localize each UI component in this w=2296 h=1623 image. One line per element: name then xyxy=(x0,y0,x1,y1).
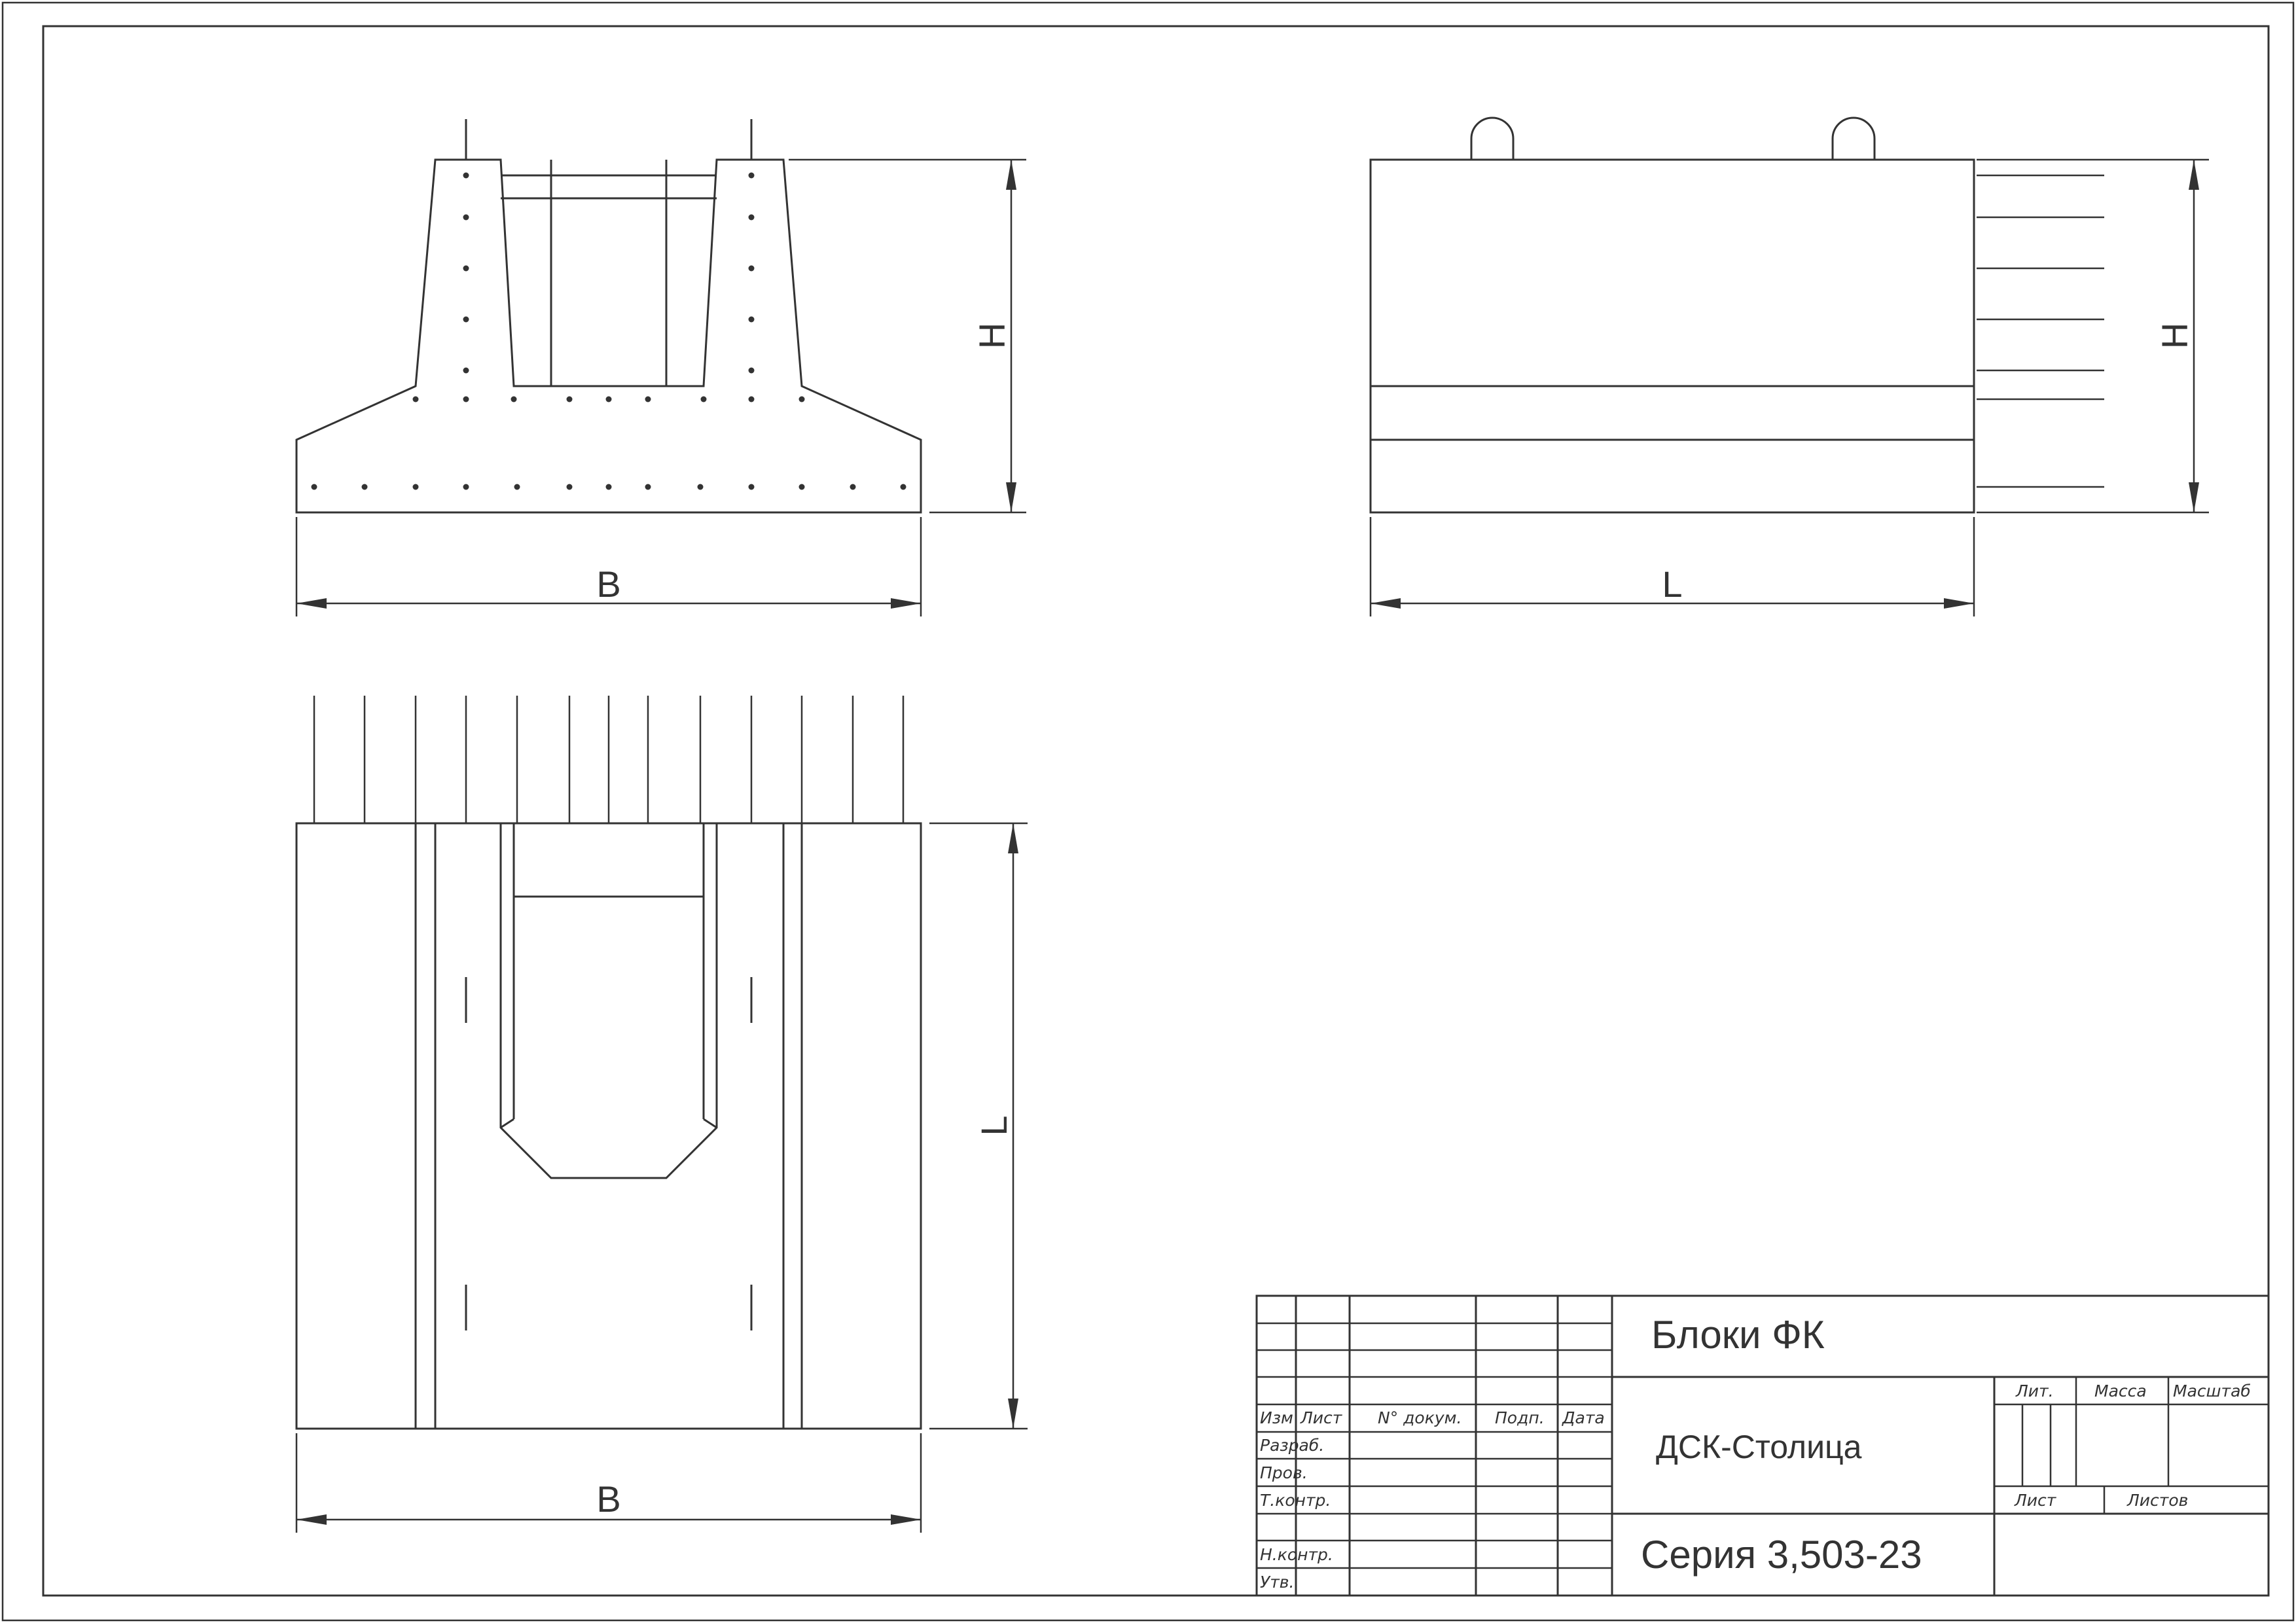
role-utv: Утв. xyxy=(1260,1573,1294,1592)
rebar-dot xyxy=(748,214,755,221)
rebar-dot xyxy=(463,214,469,221)
rebar-dot xyxy=(463,265,469,272)
col-list: Лист xyxy=(1300,1408,1343,1427)
dimension-label-h: H xyxy=(971,323,1013,349)
reinforcement-dots xyxy=(311,172,906,490)
rebar-dot xyxy=(645,484,651,490)
rebar-dot xyxy=(850,484,856,490)
socket-outline xyxy=(499,823,718,1179)
rebar-dot xyxy=(511,396,517,402)
lit-label: Лит. xyxy=(2015,1382,2054,1400)
rebar-dot xyxy=(748,367,755,374)
front-view-outline xyxy=(295,158,922,514)
reinforcement-bars xyxy=(313,696,905,823)
lifting-loop xyxy=(1831,116,1876,160)
title-block: Изм Лист N° докум. Подп. Дата Разраб. Пр… xyxy=(1255,1294,2270,1597)
sheet-label: Лист xyxy=(2014,1491,2057,1510)
rebar-dot xyxy=(748,484,755,490)
front-view: H B xyxy=(295,119,1026,616)
plan-view-outline xyxy=(295,822,922,1430)
rebar-dot xyxy=(566,484,573,490)
organization-name: ДСК-Столица xyxy=(1656,1429,1862,1465)
rebar-dot xyxy=(645,396,651,402)
rebar-dot xyxy=(311,484,317,490)
drawing-frame xyxy=(42,25,2270,1597)
dimension-label-l: L xyxy=(973,1115,1014,1135)
col-sign: Подп. xyxy=(1495,1408,1545,1427)
role-nkontr: Н.контр. xyxy=(1260,1545,1333,1564)
dimension-label-h: H xyxy=(2154,323,2195,349)
role-razrab: Разраб. xyxy=(1260,1436,1324,1455)
col-date: Дата xyxy=(1562,1408,1605,1427)
rebar-dot xyxy=(412,484,419,490)
rebar-dot xyxy=(463,367,469,374)
rebar-dot xyxy=(748,396,755,402)
rebar-dot xyxy=(361,484,368,490)
col-doc: N° докум. xyxy=(1378,1408,1462,1427)
rebar-dot xyxy=(514,484,520,490)
series-number: Серия 3,503-23 xyxy=(1641,1533,1922,1577)
rebar-dot xyxy=(748,265,755,272)
rebar-dot xyxy=(798,396,805,402)
side-view: H L xyxy=(1369,116,2209,616)
rebar-dot xyxy=(748,172,755,179)
role-prov: Пров. xyxy=(1260,1463,1308,1482)
rebar-dot xyxy=(700,396,707,402)
side-view-outline xyxy=(1369,158,1975,514)
scale-label: Масштаб xyxy=(2173,1382,2251,1400)
rebar-dot xyxy=(900,484,906,490)
rebar-dot xyxy=(748,316,755,323)
sheets-label: Листов xyxy=(2126,1491,2188,1510)
rebar-dot xyxy=(605,396,612,402)
rebar-dot xyxy=(463,316,469,323)
lifting-loop xyxy=(1470,116,1515,160)
rebar-dot xyxy=(605,484,612,490)
rebar-dot xyxy=(463,484,469,490)
col-izm: Изм xyxy=(1260,1408,1293,1427)
rebar-dot xyxy=(463,396,469,402)
rebar-dot xyxy=(697,484,704,490)
dimension-label-b: B xyxy=(596,563,620,605)
rebar-dot xyxy=(463,172,469,179)
drawing-title: Блоки ФК xyxy=(1651,1313,1825,1357)
rebar-dot xyxy=(798,484,805,490)
dimension-label-l: L xyxy=(1662,563,1682,605)
rebar-dot xyxy=(412,396,419,402)
rebar-dot xyxy=(566,396,573,402)
dimension-label-b: B xyxy=(596,1478,620,1520)
plan-view: L B xyxy=(295,696,1028,1533)
role-tkontr: Т.контр. xyxy=(1260,1491,1331,1510)
mass-label: Масса xyxy=(2094,1382,2147,1400)
